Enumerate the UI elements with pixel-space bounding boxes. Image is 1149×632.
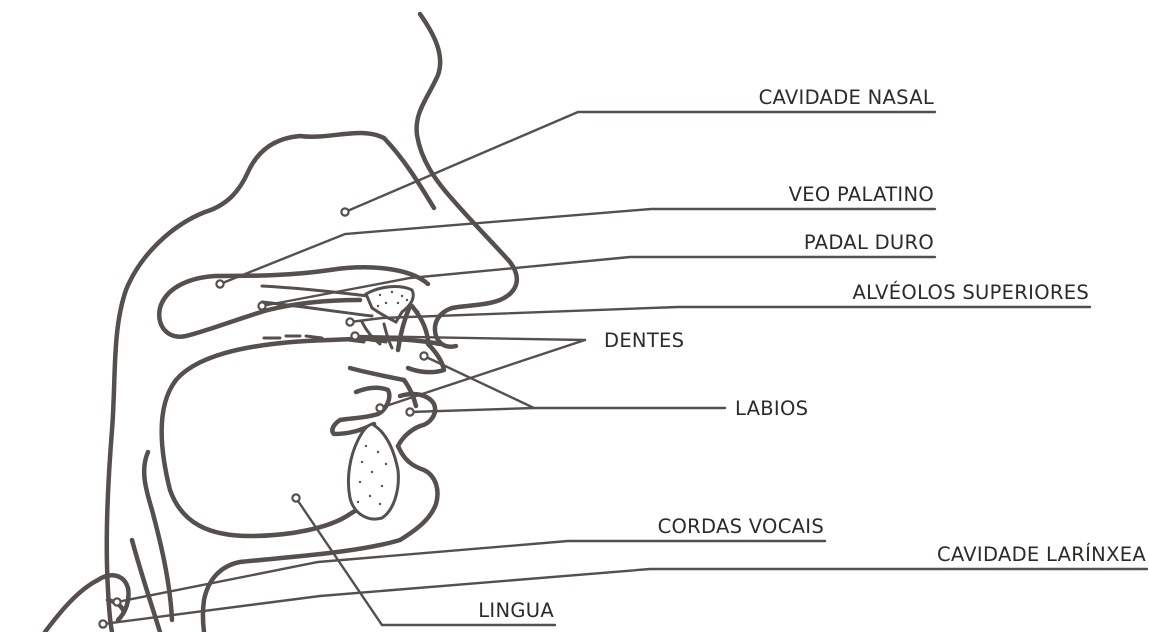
label-upper-alveoli: ALVÉOLOS SUPERIORES <box>853 281 1090 304</box>
epiglottis-patch <box>348 424 398 519</box>
dot-soft-palate <box>216 280 223 287</box>
label-hard-palate: PADAL DURO <box>804 231 934 254</box>
label-lips: LABIOS <box>735 397 808 420</box>
leader-dots <box>99 208 427 627</box>
label-tongue: LINGUA <box>478 599 554 622</box>
leader-laryngeal-cavity <box>103 569 1147 624</box>
dot-lips-lower <box>406 408 413 415</box>
chin-outline <box>203 446 438 632</box>
dot-teeth-lower <box>376 404 383 411</box>
label-nasal-cavity: CAVIDADE NASAL <box>759 86 934 109</box>
leader-vocal-cords <box>117 541 825 602</box>
leader-teeth-2 <box>380 340 585 408</box>
dot-laryngeal-cavity <box>99 620 106 627</box>
label-soft-palate: VEO PALATINO <box>789 183 934 206</box>
label-teeth: DENTES <box>604 329 684 352</box>
dot-hard-palate <box>258 302 265 309</box>
leader-lips-1 <box>424 356 725 408</box>
label-laryngeal-cavity: CAVIDADE LARÍNXEA <box>937 543 1146 566</box>
head-outline <box>45 14 517 632</box>
dot-tongue <box>292 494 299 501</box>
label-vocal-cords: CORDAS VOCAIS <box>658 515 824 538</box>
dot-teeth-upper <box>351 332 358 339</box>
leader-upper-alveoli <box>350 307 1090 322</box>
leader-hard-palate <box>262 257 935 306</box>
dot-nasal-cavity <box>341 208 348 215</box>
dot-upper-alveoli <box>346 318 353 325</box>
dot-lips-upper <box>420 352 427 359</box>
dot-vocal-cords <box>113 598 120 605</box>
leader-lips-2 <box>410 408 534 412</box>
